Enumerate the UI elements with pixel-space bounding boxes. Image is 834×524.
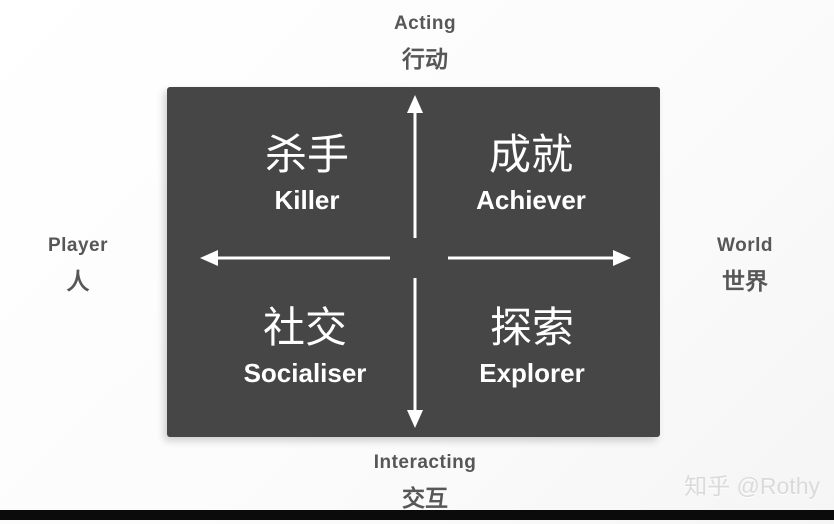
quadrant-box: 杀手 Killer 成就 Achiever 社交 Socialiser 探索 E… — [167, 87, 660, 437]
axis-label-world: World 世界 — [717, 235, 773, 296]
zhihu-watermark: 知乎 @Rothy — [684, 473, 820, 499]
axis-label-player: Player 人 — [48, 235, 108, 296]
quadrant-achiever-en: Achiever — [476, 185, 586, 215]
quadrant-explorer-en: Explorer — [479, 358, 585, 388]
quadrant-explorer: 探索 Explorer — [479, 307, 585, 389]
quadrant-achiever: 成就 Achiever — [476, 134, 586, 216]
quadrant-achiever-zh: 成就 — [488, 131, 573, 178]
horizontal-axis-arrow-icon — [200, 250, 631, 266]
axis-interacting-en: Interacting — [373, 452, 477, 473]
axis-label-acting: Acting 行动 — [394, 13, 456, 74]
quadrant-killer-zh: 杀手 — [264, 131, 350, 178]
axis-label-interacting: Interacting 交互 — [374, 452, 477, 513]
quadrant-explorer-zh: 探索 — [489, 304, 574, 351]
bottom-bar — [0, 510, 834, 520]
quadrant-socialiser-en: Socialiser — [243, 358, 367, 388]
axis-arrows — [200, 95, 631, 428]
axis-player-zh: 人 — [66, 268, 90, 294]
axis-interacting-zh: 交互 — [402, 485, 448, 511]
axis-acting-zh: 行动 — [401, 46, 448, 72]
axis-acting-en: Acting — [393, 13, 457, 34]
quadrant-socialiser-zh: 社交 — [262, 304, 348, 351]
axis-world-en: World — [717, 235, 773, 256]
quadrant-killer-en: Killer — [274, 185, 340, 215]
quadrant-killer: 杀手 Killer — [265, 134, 349, 216]
vertical-axis-arrow-icon — [407, 95, 423, 428]
axis-player-en: Player — [47, 235, 109, 256]
axis-world-zh: 世界 — [721, 268, 768, 294]
quadrant-socialiser: 社交 Socialiser — [244, 307, 367, 389]
